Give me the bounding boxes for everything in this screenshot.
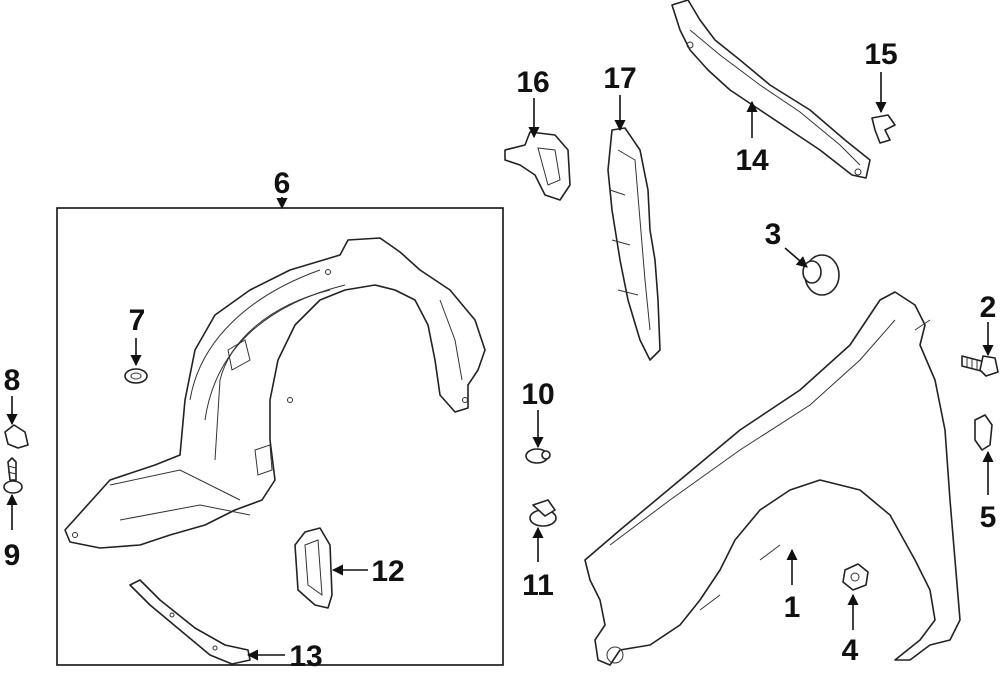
callout-14: 14 [735, 144, 769, 177]
small-bracket [974, 414, 993, 451]
callout-8: 8 [4, 364, 21, 397]
callout-7: 7 [129, 304, 146, 337]
grommet [124, 368, 148, 384]
push-clip [525, 448, 551, 464]
plug [802, 254, 840, 296]
bolt [961, 355, 999, 377]
callout-2: 2 [980, 291, 997, 324]
panel-clip [871, 114, 896, 144]
support-panel [671, 0, 871, 179]
rivet-clip [529, 499, 557, 527]
upper-bracket [504, 131, 571, 201]
callout-11: 11 [522, 569, 554, 602]
callout-5: 5 [980, 501, 997, 534]
callout-15: 15 [864, 38, 897, 71]
callout-10: 10 [521, 378, 554, 411]
splash-shield [294, 527, 333, 609]
callout-6: 6 [274, 167, 291, 200]
callout-13: 13 [289, 640, 322, 673]
fender-liner [64, 237, 486, 549]
callout-3: 3 [765, 218, 782, 251]
retainer-clip [4, 424, 29, 449]
lower-strip [129, 579, 251, 665]
callout-12: 12 [371, 555, 404, 588]
fender-seal [607, 127, 661, 361]
screw [3, 457, 23, 494]
callout-4: 4 [842, 634, 859, 667]
callout-16: 16 [516, 66, 549, 99]
callout-9: 9 [4, 539, 21, 572]
nut [842, 563, 869, 591]
callout-17: 17 [603, 62, 636, 95]
callout-1: 1 [784, 591, 801, 624]
fender [584, 291, 961, 666]
